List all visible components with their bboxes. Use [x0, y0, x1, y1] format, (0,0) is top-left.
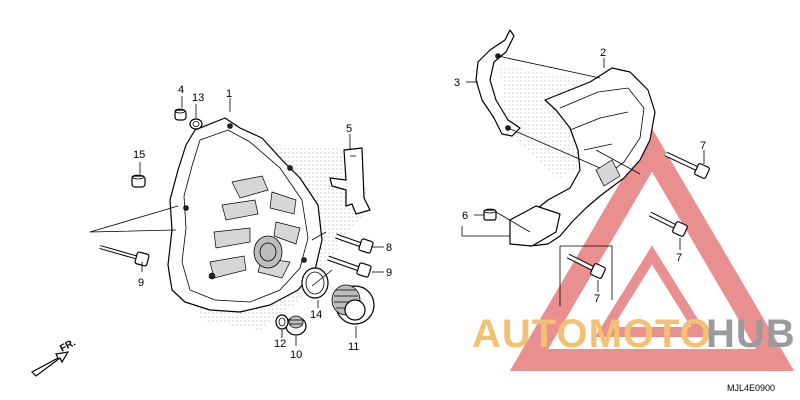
timing-plug-part-10[interactable]	[285, 315, 307, 336]
o-ring-part-14[interactable]	[301, 267, 329, 299]
callout-9a: 9	[138, 277, 144, 289]
hole-cap-part-11[interactable]	[331, 284, 375, 325]
callout-13: 13	[192, 92, 204, 104]
callout-11: 11	[348, 341, 359, 353]
callout-7c: 7	[594, 293, 600, 305]
generator-cover-part[interactable]	[167, 117, 323, 313]
flange-bolt-part-9-left[interactable]	[99, 245, 150, 267]
o-ring-part-12[interactable]	[275, 314, 289, 330]
watermark-triangle-icon	[509, 128, 795, 371]
callout-12: 12	[274, 338, 286, 350]
direction-label: FR.	[58, 337, 78, 354]
callout-8: 8	[386, 242, 392, 254]
sprocket-cover-part-2[interactable]	[509, 67, 656, 247]
leader-lines	[89, 55, 705, 346]
callout-1: 1	[226, 88, 232, 100]
dowel-pin-part-4[interactable]	[174, 108, 187, 121]
diagram-code: MJL4E0900	[727, 383, 775, 393]
bolt-part-6[interactable]	[483, 208, 497, 221]
callout-15: 15	[133, 149, 145, 161]
callout-3: 3	[454, 77, 460, 89]
guide-plate-part-3[interactable]	[475, 29, 521, 137]
callout-7a: 7	[700, 140, 706, 152]
watermark-brand-right: HUB	[706, 312, 796, 356]
front-direction-arrow-icon: FR.	[31, 337, 78, 377]
callout-6: 6	[462, 210, 468, 222]
callout-labels: 1 2 3 4 5 6 7 7 7 8 9 9 10 11 12 13 14 1…	[133, 47, 706, 361]
flange-bolt-part-8[interactable]	[335, 233, 374, 254]
flange-bolt-part-9-right[interactable]	[327, 255, 372, 278]
flange-bolt-part-7-top[interactable]	[664, 151, 710, 179]
callout-4: 4	[178, 84, 184, 96]
callout-7b: 7	[676, 252, 682, 264]
dowel-pin-part-15[interactable]	[131, 174, 146, 188]
watermark-brand-left: AUTOMOTO	[472, 312, 712, 356]
flange-bolt-part-7-middle[interactable]	[648, 211, 688, 237]
callout-10: 10	[290, 349, 302, 361]
callout-9b: 9	[386, 267, 392, 279]
watermark-logo: AUTOMOTO HUB	[472, 312, 796, 356]
bracket-part-5[interactable]	[329, 147, 371, 215]
callout-14: 14	[310, 309, 322, 321]
o-ring-part-13[interactable]	[189, 118, 203, 130]
flange-bolt-part-7-bottom[interactable]	[566, 253, 606, 279]
callout-2: 2	[600, 47, 606, 59]
callout-5: 5	[346, 123, 352, 135]
